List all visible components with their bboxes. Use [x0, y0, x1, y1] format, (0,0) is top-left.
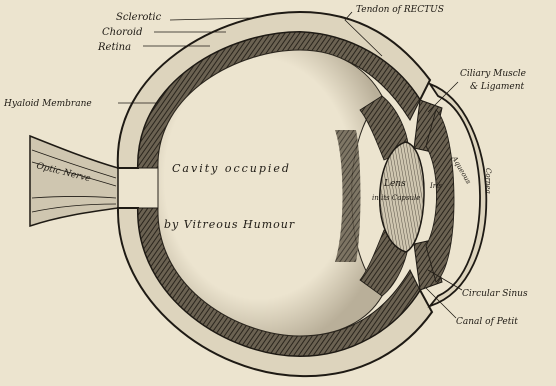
- label-ciliary-2: & Ligament: [470, 82, 525, 92]
- label-choroid: Choroid: [102, 27, 143, 38]
- aqueous-chamber: [426, 110, 454, 282]
- label-canal-of-petit: Canal of Petit: [456, 317, 518, 327]
- label-tendon: Tendon of RECTUS: [356, 5, 444, 15]
- label-ciliary-1: Ciliary Muscle: [460, 69, 526, 79]
- label-iris: Iris: [429, 182, 442, 190]
- label-sclerotic: Sclerotic: [116, 12, 162, 23]
- label-cavity-2: by Vitreous Humour: [164, 218, 295, 231]
- label-lens-2: in its Capsule: [372, 194, 420, 202]
- label-hyaloid: Hyaloid Membrane: [3, 99, 92, 109]
- label-retina: Retina: [97, 42, 131, 53]
- label-lens-1: Lens: [383, 179, 406, 189]
- optic-nerve: [30, 136, 118, 226]
- label-circular-sinus: Circular Sinus: [462, 289, 528, 299]
- label-cornea: Cornea: [484, 168, 492, 194]
- label-cavity-1: Cavity occupied: [172, 162, 291, 175]
